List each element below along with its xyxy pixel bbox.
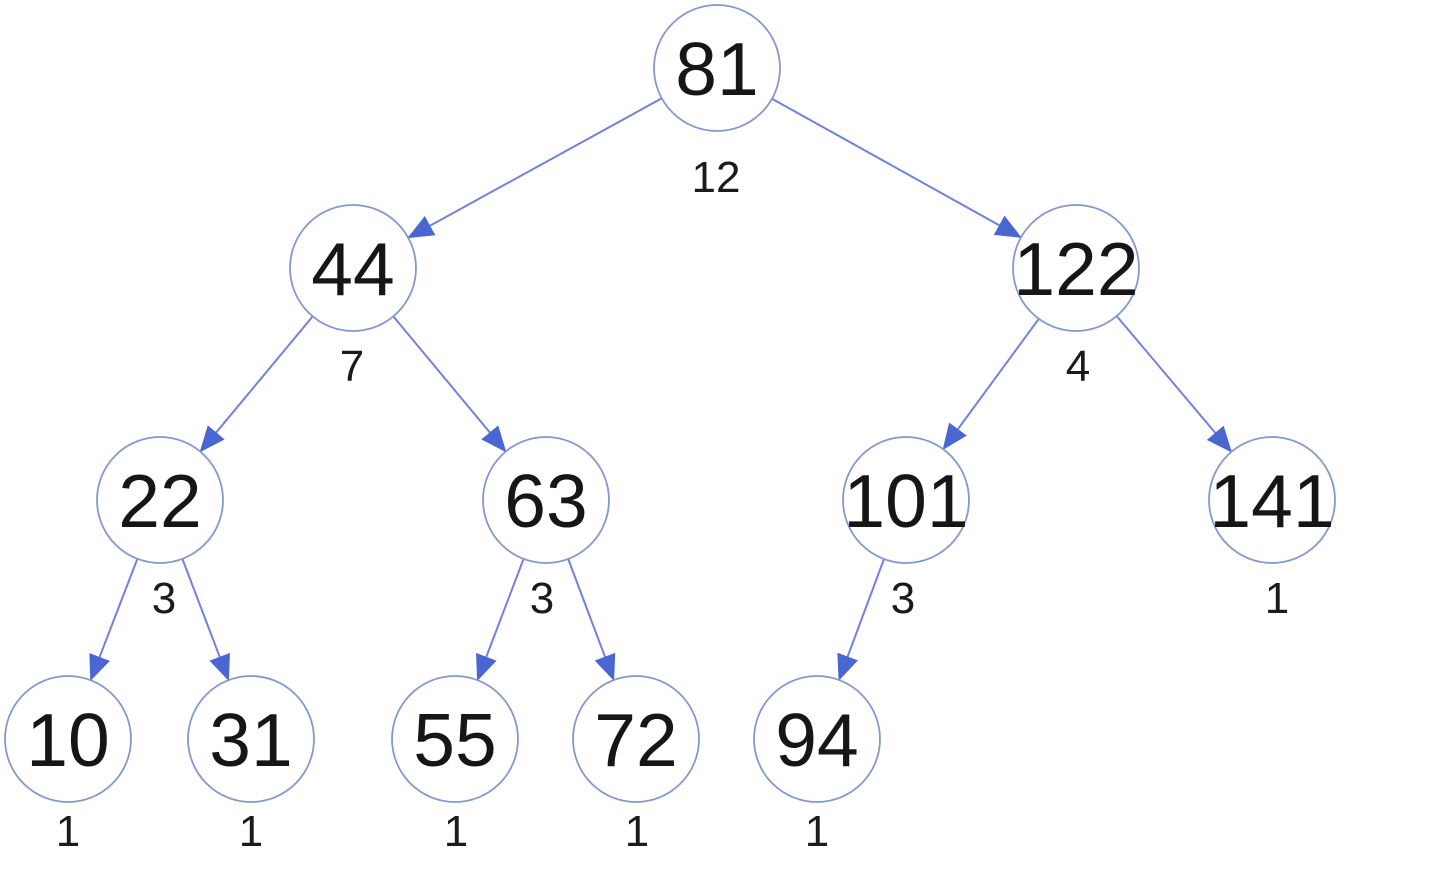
edge-81-122 [771,97,1022,238]
edge-122-101 [942,318,1040,451]
node-value: 55 [413,698,496,782]
node-circle [391,675,519,803]
subtree-size-label: 1 [1265,574,1289,623]
tree-node-94: 94 1 [753,675,881,856]
node-circle [1012,204,1140,332]
tree-edges [89,97,1232,682]
tree-node-101: 101 3 [842,436,970,623]
node-circle [96,436,224,564]
node-value: 122 [1013,227,1138,311]
tree-node-141: 141 1 [1208,436,1336,623]
edge-22-31 [181,558,230,682]
node-circle [482,436,610,564]
subtree-size-label: 1 [444,807,468,856]
node-circle [842,436,970,564]
node-value: 10 [26,698,109,782]
edge-63-72 [567,558,616,681]
node-circle [187,675,315,803]
tree-node-10: 10 1 [4,675,132,856]
node-value: 22 [118,459,201,543]
node-value: 44 [311,227,394,311]
node-circle [653,4,781,132]
subtree-size-label: 4 [1066,342,1090,391]
subtree-size-label: 3 [891,574,915,623]
subtree-size-label: 1 [805,807,829,856]
node-circle [1208,436,1336,564]
tree-node-122: 122 4 [1012,204,1140,391]
node-value: 94 [775,698,858,782]
edge-22-10 [89,558,139,682]
edge-63-55 [476,558,525,682]
subtree-size-label: 1 [625,807,649,856]
tree-node-55: 55 1 [391,675,519,856]
edge-101-94 [837,558,885,681]
node-circle [572,675,700,803]
subtree-size-label: 12 [692,153,741,202]
edge-44-63 [392,315,507,453]
node-circle [289,204,417,332]
node-circle [753,675,881,803]
subtree-size-label: 3 [530,574,554,623]
tree-node-81: 81 12 [653,4,781,202]
tree-node-44: 44 7 [289,204,417,391]
tree-nodes: 81 12 44 7 122 4 22 3 63 3 101 3 [4,4,1336,856]
node-value: 141 [1209,459,1334,543]
subtree-size-label: 1 [239,807,263,856]
node-value: 31 [209,698,292,782]
node-value: 63 [504,459,587,543]
subtree-size-label: 3 [152,574,176,623]
edge-122-141 [1115,315,1232,453]
subtree-size-label: 7 [340,342,364,391]
tree-node-72: 72 1 [572,675,700,856]
node-circle [4,675,132,803]
node-value: 72 [594,698,677,782]
node-value: 101 [843,459,968,543]
tree-node-63: 63 3 [482,436,610,623]
edge-44-22 [199,315,314,453]
tree-node-22: 22 3 [96,436,224,623]
subtree-size-label: 1 [56,807,80,856]
tree-node-31: 31 1 [187,675,315,856]
edge-81-44 [407,97,663,239]
node-value: 81 [675,27,758,111]
